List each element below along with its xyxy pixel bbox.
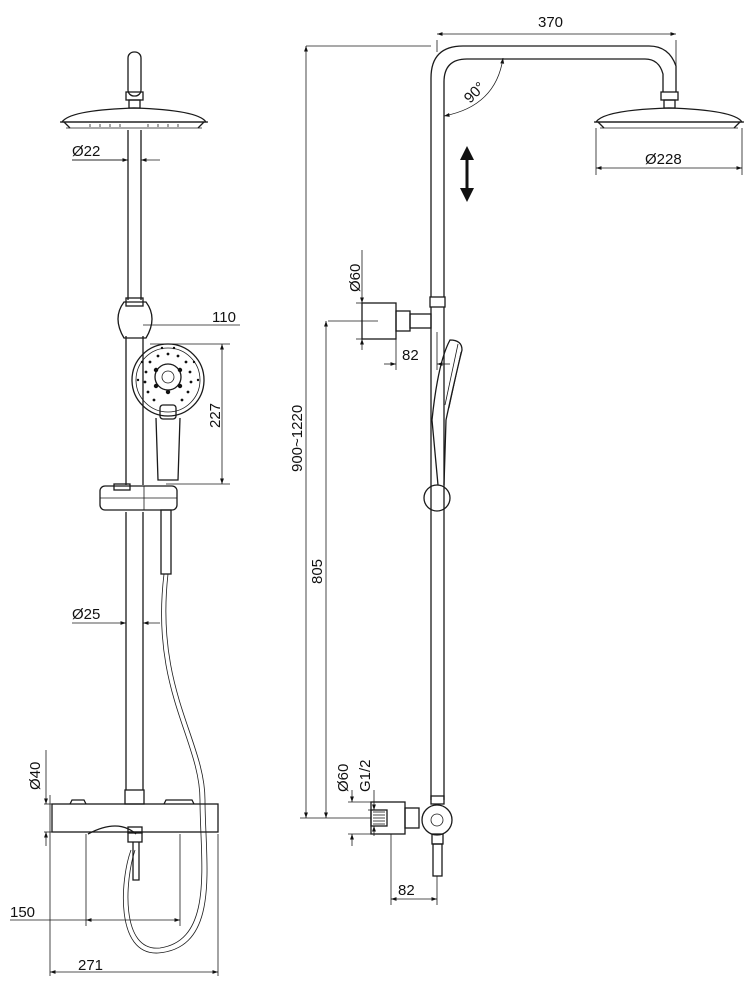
dim-inlet-spacing: 150 (10, 904, 35, 921)
side-view (300, 32, 744, 905)
side-bottom-bracket (370, 795, 453, 877)
front-slider (99, 483, 178, 511)
dim-elbow-angle: 90° (461, 79, 489, 107)
dim-front-rail-diameter: Ø22 (72, 143, 100, 160)
dim-mixer-width: 271 (78, 957, 103, 974)
side-rail (429, 296, 446, 800)
dim-bracket-spacing: 805 (309, 559, 326, 584)
side-hand-shower (423, 339, 463, 512)
dim-height-range: 900~1220 (289, 405, 306, 472)
dim-arm-reach: 370 (538, 14, 563, 31)
side-dimensions (300, 32, 743, 905)
dim-overhead-diameter: Ø228 (645, 151, 682, 168)
front-overhead-shower (60, 107, 208, 129)
side-overhead-shower (594, 107, 744, 129)
dim-bracket-depth-top: 82 (402, 347, 419, 364)
dim-mixer-body-diameter: Ø40 (27, 762, 44, 790)
front-wall-bracket (117, 297, 153, 339)
dim-hand-shower-offset: 110 (212, 309, 236, 326)
dim-bracket-depth-bottom: 82 (398, 882, 415, 899)
front-hand-shower (131, 343, 205, 481)
front-main-rail (124, 130, 145, 805)
dim-hand-shower-length: 227 (207, 403, 224, 428)
dim-thread-size: G1/2 (357, 759, 374, 792)
dim-slide-bar-diameter: Ø25 (72, 606, 100, 623)
front-view (10, 51, 240, 976)
front-hose (122, 509, 208, 954)
front-mixer (51, 799, 219, 881)
height-adjust-arrow (460, 146, 474, 202)
front-dimensions (10, 158, 240, 976)
dimension-labels: Ø22 110 227 Ø25 Ø40 150 271 370 90° Ø228… (10, 14, 682, 974)
dim-bracket-diameter-bottom: Ø60 (335, 764, 352, 792)
dim-bracket-diameter-top: Ø60 (347, 264, 364, 292)
elbow-angle-arc (443, 57, 505, 117)
front-gooseneck (125, 51, 144, 109)
